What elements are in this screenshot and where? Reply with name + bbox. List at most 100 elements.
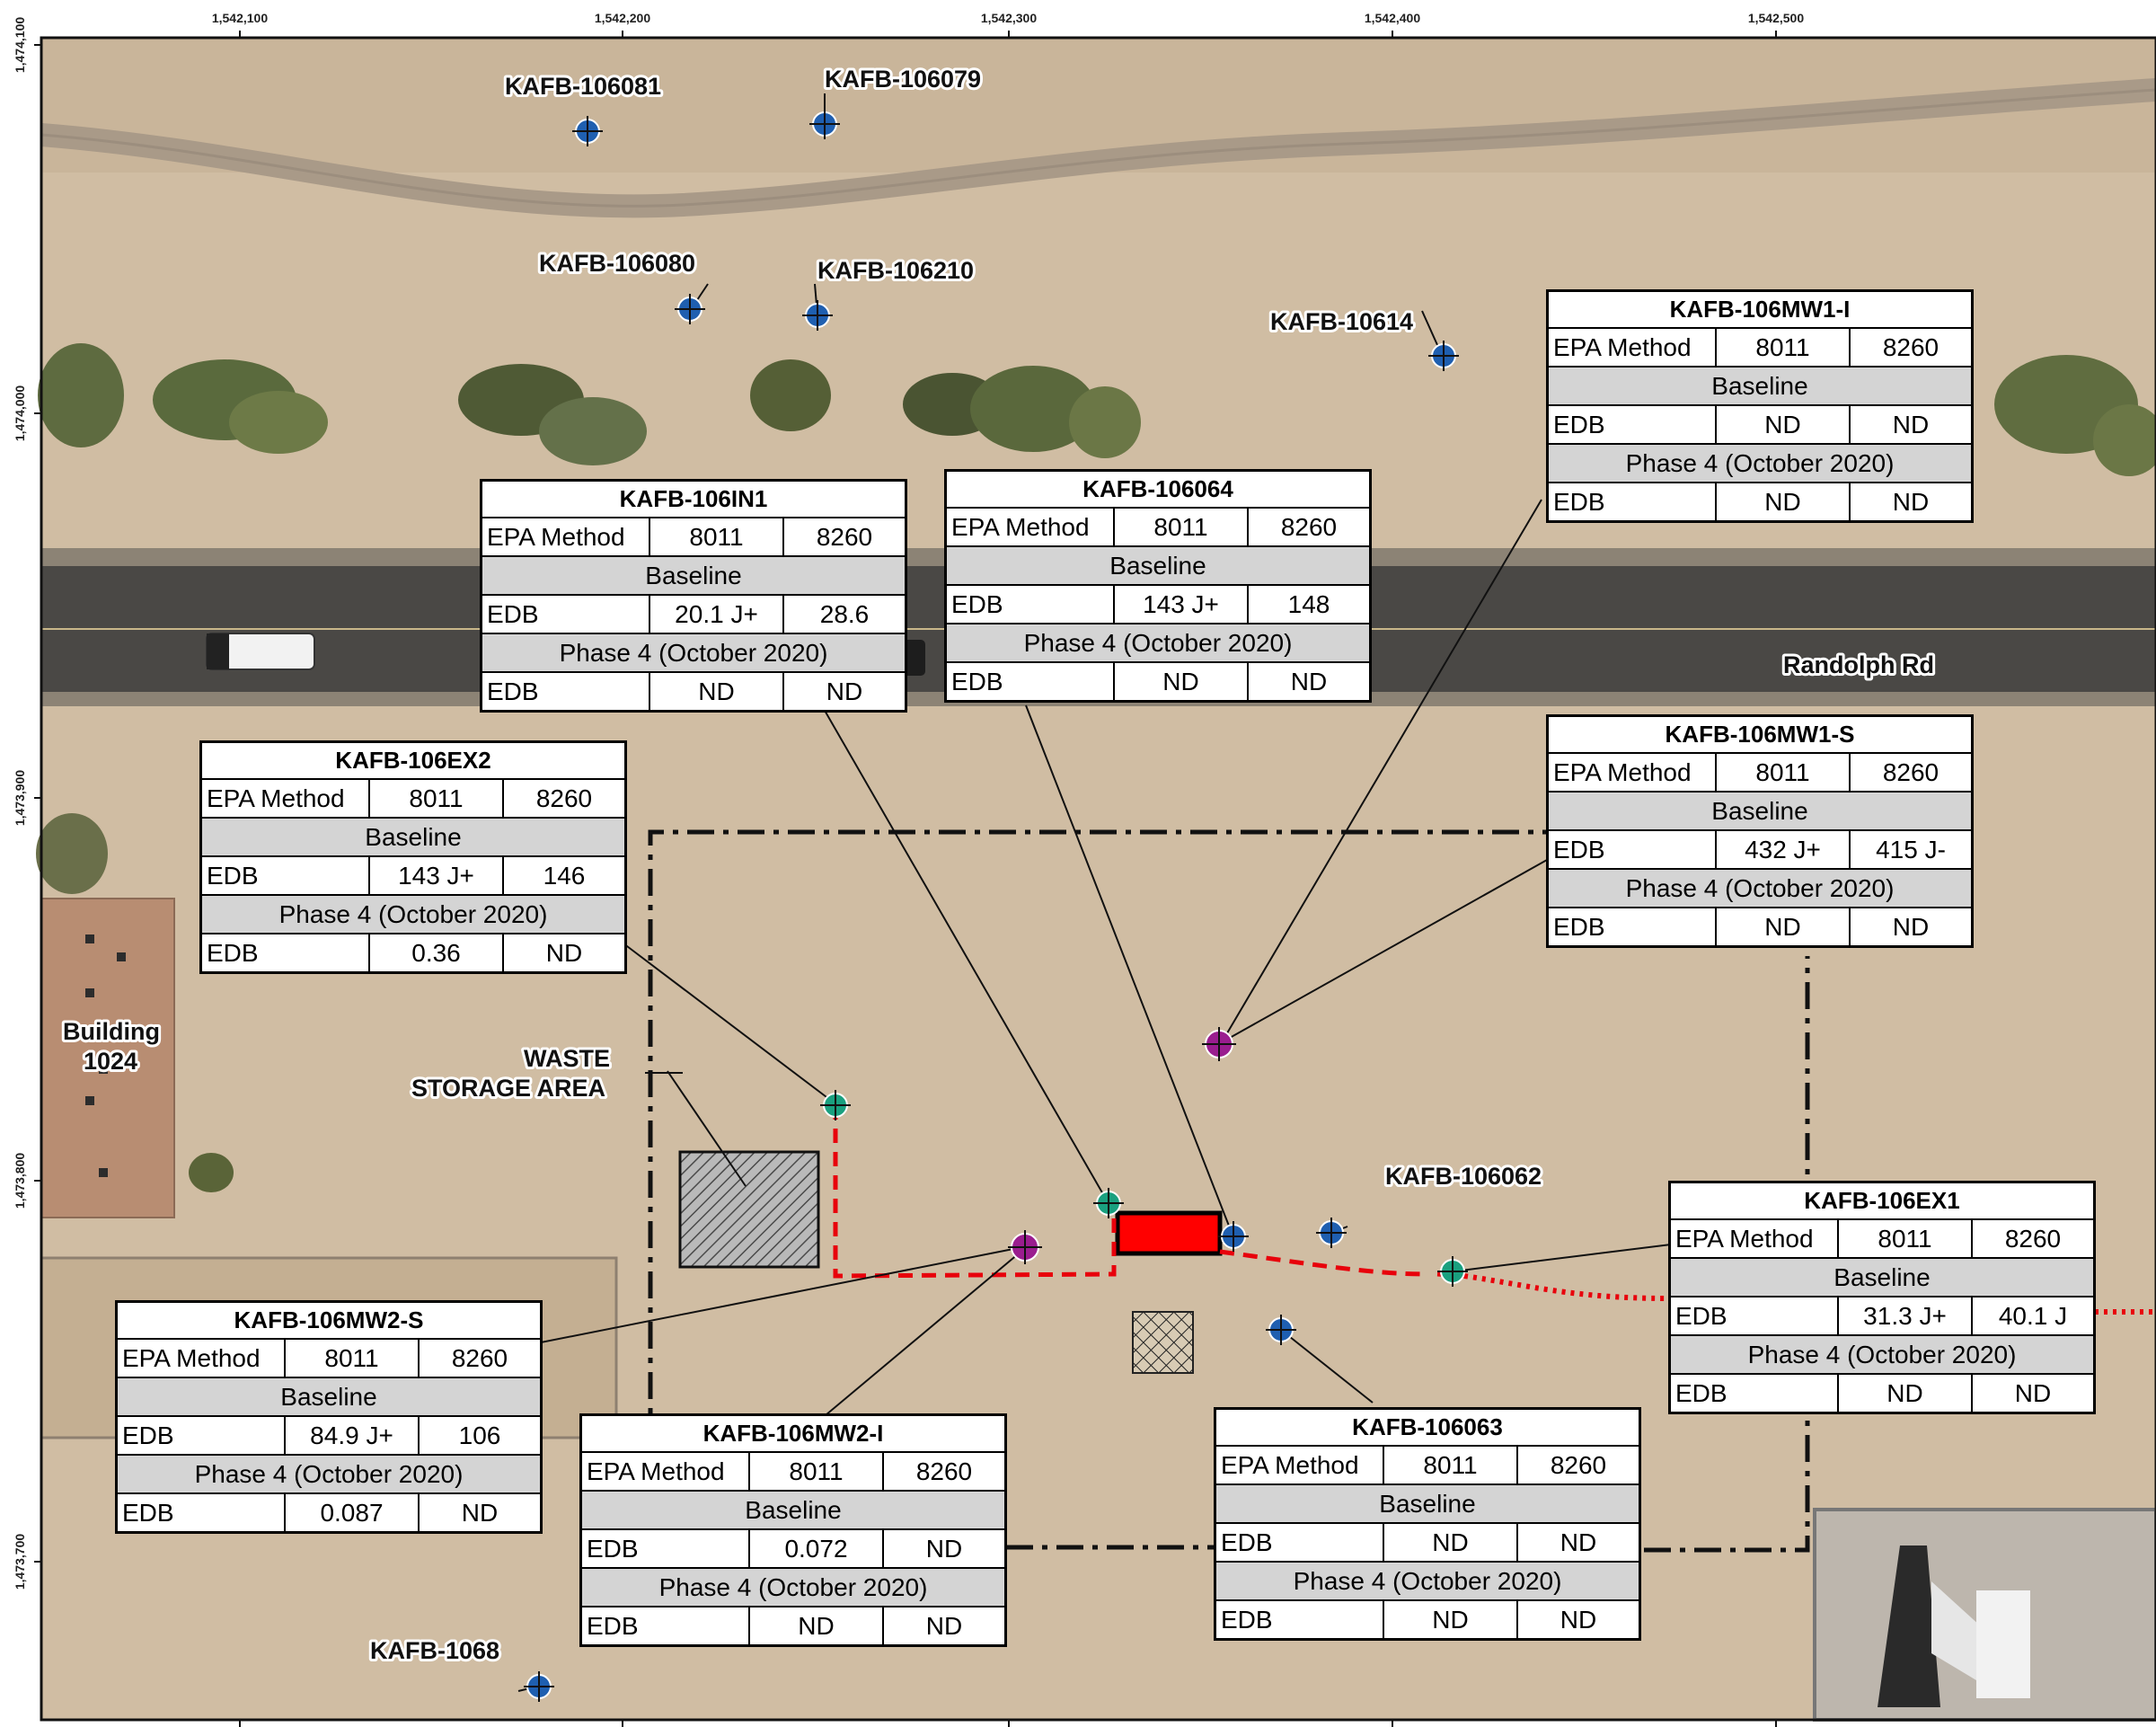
phase-8011-value: 0.087 — [286, 1494, 420, 1531]
method-label: EPA Method — [482, 518, 650, 555]
crosshatch-area — [1132, 1311, 1194, 1374]
phase-8260-value: ND — [545, 939, 583, 967]
analyte-label: EDB — [118, 1494, 286, 1531]
monitoring-well-106081[interactable] — [572, 116, 603, 146]
monitoring-well-106080[interactable] — [675, 294, 705, 324]
method-8260: 8260 — [915, 1457, 973, 1485]
northing-tick-label: 1,474,000 — [13, 385, 27, 441]
phase-8260-value: ND — [1892, 488, 1930, 516]
baseline-8011-value: 143 J+ — [370, 857, 504, 894]
well-label-10614: KAFB-10614 — [1270, 308, 1413, 335]
phase-header: Phase 4 (October 2020) — [947, 624, 1369, 663]
table-title: KAFB-106064 — [947, 472, 1369, 509]
well-label-106081: KAFB-106081 — [505, 73, 661, 100]
method-8011: 8011 — [1115, 509, 1249, 545]
analyte-label: EDB — [202, 857, 370, 894]
phase-header: Phase 4 (October 2020) — [1216, 1563, 1639, 1601]
monitoring-well-106063[interactable] — [1266, 1315, 1296, 1345]
baseline-header: Baseline — [1671, 1259, 2093, 1297]
method-8260: 8260 — [451, 1344, 508, 1372]
method-8260: 8260 — [535, 784, 593, 812]
method-8011: 8011 — [650, 518, 784, 555]
analyte-label: EDB — [482, 673, 650, 710]
method-8011: 8011 — [750, 1453, 884, 1490]
method-label: EPA Method — [1549, 754, 1717, 791]
nested-well-106mw1[interactable] — [1202, 1027, 1236, 1061]
phase-8011-value: ND — [650, 673, 784, 710]
baseline-8011-value: ND — [1384, 1524, 1518, 1561]
extraction-well-106in1[interactable] — [1093, 1188, 1124, 1218]
table-title: KAFB-106MW2-S — [118, 1303, 540, 1340]
analyte-label: EDB — [1549, 483, 1717, 520]
phase-8011-value: ND — [1115, 663, 1249, 700]
monitoring-well-10614[interactable] — [1428, 341, 1459, 371]
method-label: EPA Method — [1671, 1220, 1839, 1257]
phase-header: Phase 4 (October 2020) — [202, 896, 624, 934]
extraction-well-106ex2[interactable] — [820, 1090, 851, 1120]
nested-well-106mw2[interactable] — [1008, 1230, 1042, 1264]
monitoring-well-106210[interactable] — [802, 300, 833, 331]
table-title: KAFB-106MW2-I — [582, 1416, 1004, 1453]
method-8260: 8260 — [2004, 1225, 2062, 1253]
treatment-system — [1115, 1210, 1223, 1256]
method-8260: 8260 — [1280, 513, 1338, 541]
method-8011: 8011 — [1839, 1220, 1973, 1257]
baseline-8011-value: 0.072 — [750, 1530, 884, 1567]
method-8011: 8011 — [1384, 1447, 1518, 1483]
method-label: EPA Method — [1549, 329, 1717, 366]
easting-tick-label: 1,542,200 — [595, 11, 650, 25]
monitoring-well-106079[interactable] — [809, 109, 840, 139]
table-title: KAFB-106MW1-S — [1549, 717, 1971, 754]
baseline-8260-value: 106 — [458, 1421, 501, 1449]
method-8011: 8011 — [1717, 329, 1851, 366]
method-8011: 8011 — [370, 780, 504, 817]
method-8260: 8260 — [816, 523, 873, 551]
table-title: KAFB-106EX2 — [202, 743, 624, 780]
well-label-106062: KAFB-106062 — [1385, 1163, 1542, 1190]
phase-8011-value: 0.36 — [370, 934, 504, 971]
phase-8260-value: ND — [1892, 913, 1930, 941]
method-8260: 8260 — [1882, 758, 1940, 786]
analyte-label: EDB — [1216, 1524, 1384, 1561]
well-label-1068: KAFB-1068 — [370, 1637, 499, 1664]
well-label-106210: KAFB-106210 — [817, 257, 974, 284]
building-roof-vents — [85, 934, 126, 1177]
map-frame — [40, 36, 2156, 1722]
phase-8260-value: ND — [1290, 668, 1328, 695]
baseline-8011-value: 84.9 J+ — [286, 1417, 420, 1454]
phase-8260-value: ND — [2014, 1379, 2052, 1407]
monitoring-well-1068[interactable] — [524, 1671, 554, 1702]
pipeline — [833, 1105, 1117, 1279]
waste-storage-area — [678, 1150, 820, 1269]
analyte-label: EDB — [1671, 1297, 1839, 1334]
phase-8011-value: ND — [1384, 1601, 1518, 1638]
monitoring-well-106064[interactable] — [1218, 1221, 1249, 1252]
leader-lines — [517, 93, 1672, 1692]
phase-8011-value: ND — [750, 1607, 884, 1644]
extraction-well-106ex1[interactable] — [1437, 1256, 1468, 1287]
baseline-header: Baseline — [582, 1492, 1004, 1530]
phase-8260-value: ND — [461, 1499, 499, 1527]
pipeline — [1219, 1249, 1429, 1277]
well-label-106079: KAFB-106079 — [825, 66, 981, 93]
waste-label-line1: WASTE — [524, 1045, 610, 1072]
analyte-label: EDB — [582, 1607, 750, 1644]
baseline-8011-value: ND — [1717, 406, 1851, 443]
baseline-8260-value: 146 — [543, 862, 586, 890]
baseline-8011-value: 31.3 J+ — [1839, 1297, 1973, 1334]
phase-8260-value: ND — [826, 678, 863, 705]
phase-header: Phase 4 (October 2020) — [582, 1569, 1004, 1607]
baseline-header: Baseline — [482, 557, 905, 596]
baseline-header: Baseline — [1549, 368, 1971, 406]
method-label: EPA Method — [582, 1453, 750, 1490]
monitoring-well-106062[interactable] — [1316, 1218, 1347, 1248]
phase-8011-value: ND — [1717, 483, 1851, 520]
baseline-8011-value: 143 J+ — [1115, 586, 1249, 623]
